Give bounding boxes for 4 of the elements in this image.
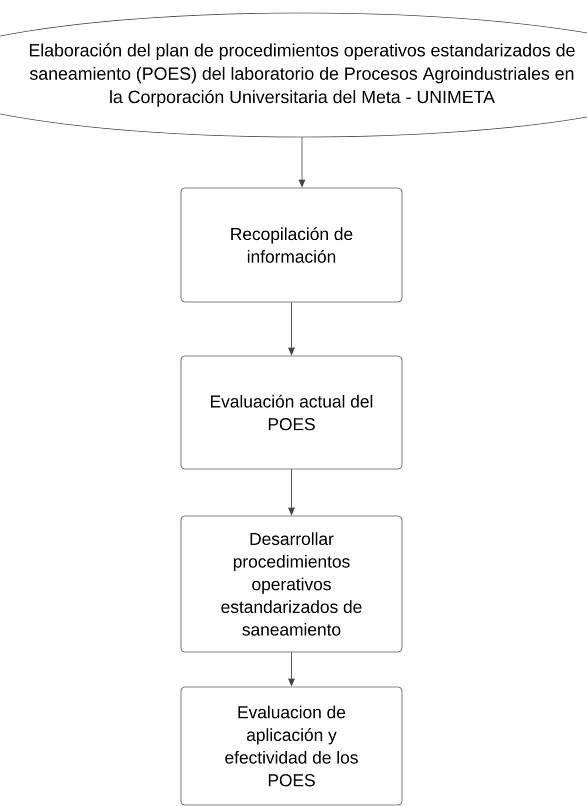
process-box: Desarrollar procedimientos operativos estandarizados de saneamiento	[180, 516, 402, 652]
process-box: Recopilación de información	[180, 188, 402, 302]
process-box: Evaluación actual del POES	[180, 356, 402, 470]
process-box: Evaluacion de aplicación y efectividad de los POES	[180, 686, 402, 806]
